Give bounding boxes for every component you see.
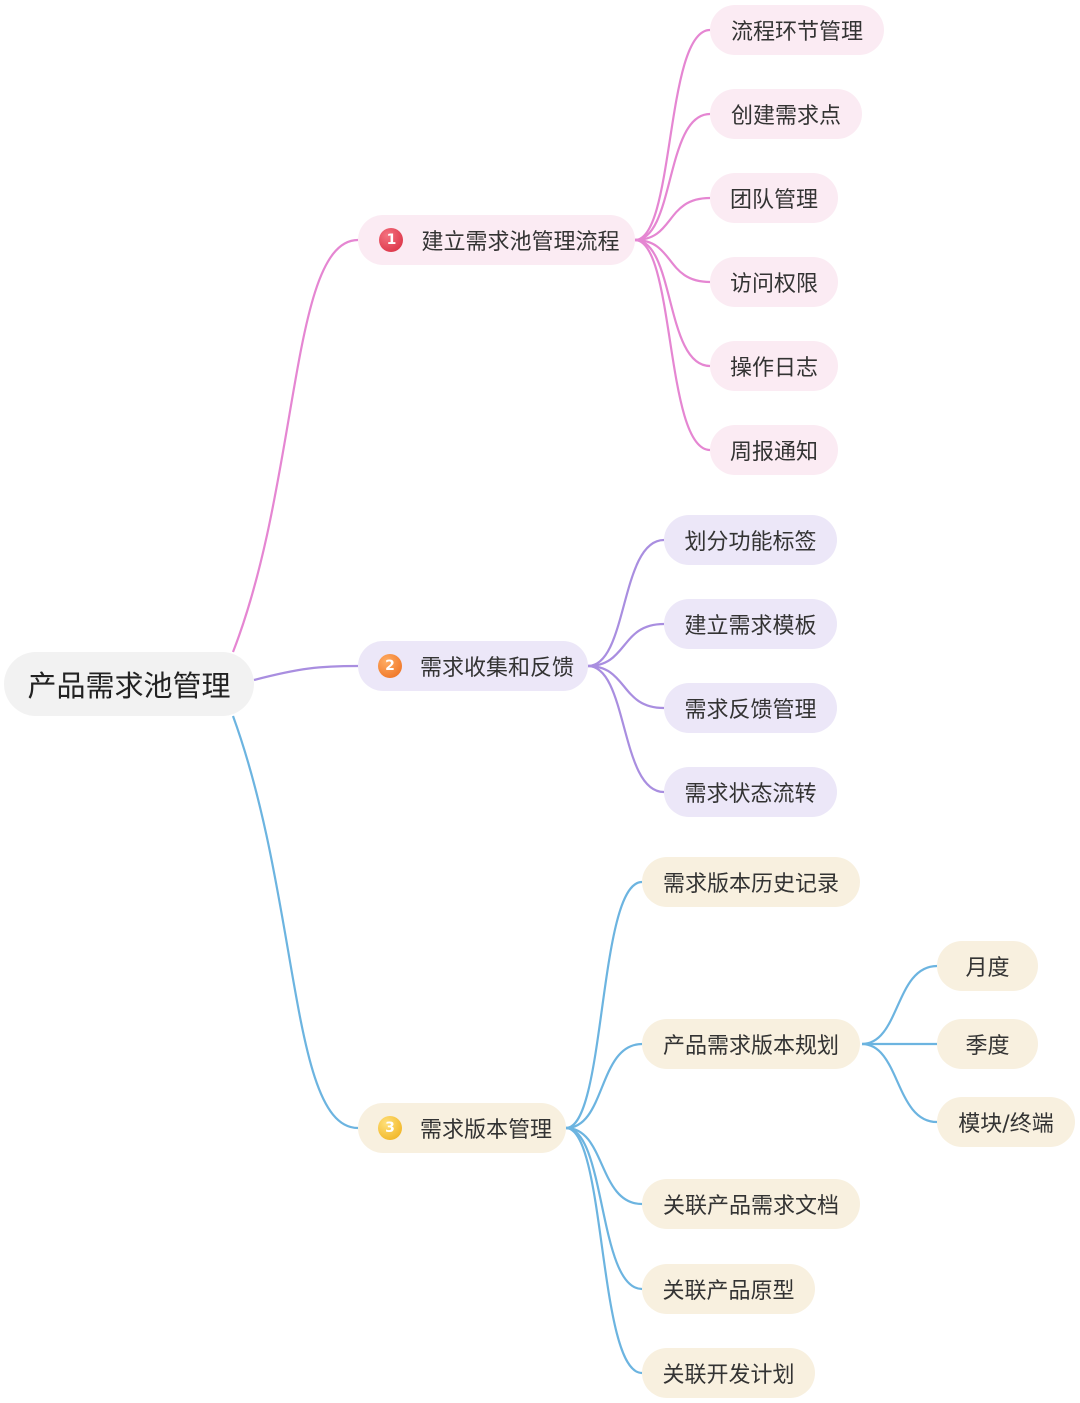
root-topic[interactable]: 产品需求池管理: [4, 652, 254, 716]
subtopic-label: 流程环节管理: [730, 20, 863, 45]
connector-b1-c6: [634, 238, 711, 452]
connector-b3-c4: [565, 1126, 643, 1291]
subtopic-label: 关联产品需求文档: [662, 1194, 839, 1219]
connector-plan-module: [861, 1042, 938, 1124]
subtopic-process-stage-management[interactable]: 流程环节管理: [710, 5, 884, 55]
subtopic-label: 月度: [965, 956, 1010, 981]
subtopic-link-prd[interactable]: 关联产品需求文档: [642, 1179, 860, 1229]
priority-3-badge: 3: [377, 1116, 402, 1140]
subtopic-feature-tags[interactable]: 划分功能标签: [664, 515, 837, 565]
subtopic-link-prototype[interactable]: 关联产品原型: [642, 1264, 815, 1314]
subtopic-label: 划分功能标签: [684, 530, 817, 555]
branch-1-label: 建立需求池管理流程: [421, 230, 620, 255]
subtopic-label: 需求版本历史记录: [662, 872, 839, 897]
connector-b1-c4: [634, 238, 711, 284]
subtopic-team-management[interactable]: 团队管理: [710, 173, 838, 223]
subtopic-label: 周报通知: [729, 440, 818, 465]
connector-b1-c1: [634, 28, 711, 242]
subtopic-version-history[interactable]: 需求版本历史记录: [642, 857, 860, 907]
subtopic-monthly[interactable]: 月度: [937, 941, 1038, 991]
subtopic-label: 操作日志: [729, 356, 818, 381]
connector-b2-c2: [587, 622, 665, 668]
subtopic-create-requirement[interactable]: 创建需求点: [710, 89, 862, 139]
connector-b2-c1: [587, 538, 665, 668]
subtopic-label: 关联产品原型: [662, 1279, 795, 1304]
connector-b3-c3: [565, 1126, 643, 1206]
subtopic-label: 团队管理: [729, 188, 818, 213]
subtopic-label: 创建需求点: [730, 104, 841, 129]
priority-1-badge: 1: [379, 228, 404, 252]
subtopic-label: 需求反馈管理: [684, 698, 817, 723]
subtopic-label: 关联开发计划: [662, 1363, 795, 1388]
priority-2-badge: 2: [377, 654, 402, 678]
connector-b2-c4: [587, 664, 665, 794]
connector-b3-c5: [565, 1126, 643, 1375]
subtopic-label: 模块/终端: [958, 1112, 1054, 1137]
branch-3-label: 需求版本管理: [419, 1118, 552, 1143]
subtopic-status-transition[interactable]: 需求状态流转: [664, 767, 837, 817]
subtopic-feedback-management[interactable]: 需求反馈管理: [664, 683, 837, 733]
subtopic-quarterly[interactable]: 季度: [937, 1019, 1038, 1069]
root-topic-label: 产品需求池管理: [27, 669, 231, 703]
subtopic-label: 产品需求版本规划: [662, 1034, 839, 1059]
subtopic-operation-log[interactable]: 操作日志: [710, 341, 838, 391]
branch-3-topic[interactable]: 3 需求版本管理: [358, 1103, 566, 1153]
subtopic-module-terminal[interactable]: 模块/终端: [937, 1097, 1075, 1147]
connector-root-to-branch-1: [231, 238, 359, 653]
connector-root-to-branch-3: [231, 715, 359, 1130]
connector-b1-c3: [634, 196, 711, 242]
subtopic-label: 访问权限: [729, 272, 818, 297]
branch-2-label: 需求收集和反馈: [419, 656, 574, 681]
subtopic-label: 季度: [965, 1034, 1010, 1059]
connector-b1-c5: [634, 238, 711, 368]
connector-root-to-branch-2: [253, 664, 359, 682]
connector-b1-c2: [634, 112, 711, 242]
branch-2-topic[interactable]: 2 需求收集和反馈: [358, 641, 588, 691]
connector-b3-c1: [565, 880, 643, 1130]
subtopic-requirement-template[interactable]: 建立需求模板: [664, 599, 837, 649]
branch-1-topic[interactable]: 1 建立需求池管理流程: [358, 215, 635, 265]
subtopic-access-permission[interactable]: 访问权限: [710, 257, 838, 307]
connector-b3-c2: [565, 1042, 643, 1130]
subtopic-version-planning[interactable]: 产品需求版本规划: [642, 1019, 860, 1069]
subtopic-link-dev-plan[interactable]: 关联开发计划: [642, 1348, 815, 1398]
subtopic-label: 需求状态流转: [684, 782, 817, 807]
subtopic-weekly-report[interactable]: 周报通知: [710, 425, 838, 475]
subtopic-label: 建立需求模板: [684, 614, 817, 639]
connector-plan-monthly: [861, 964, 938, 1046]
connector-b2-c3: [587, 664, 665, 710]
